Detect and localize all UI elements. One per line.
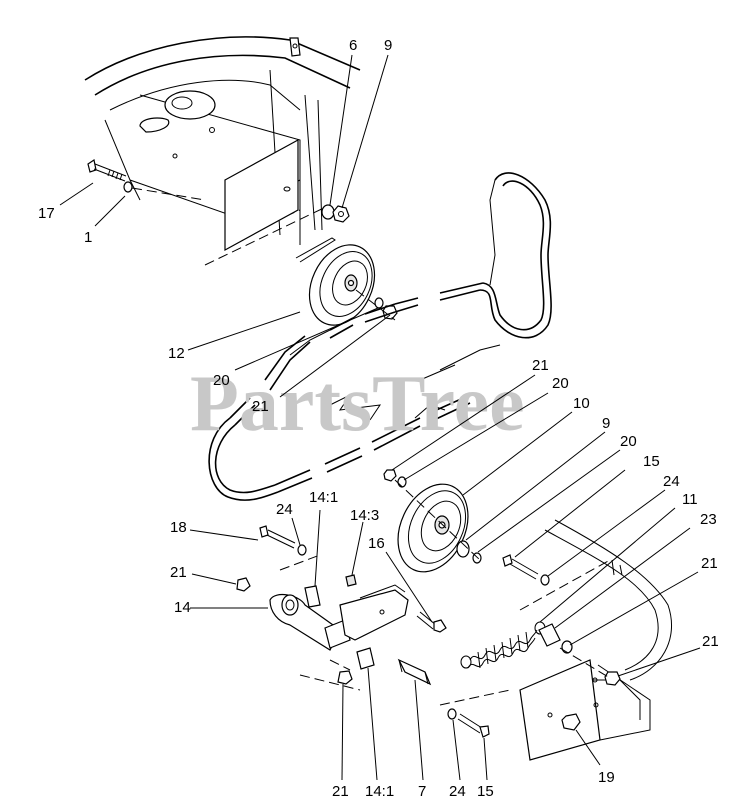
callout-14-3: 14:3	[350, 507, 379, 524]
lower-idler-pulley	[383, 469, 482, 573]
callout-17: 17	[38, 205, 55, 222]
lower-frame	[519, 519, 673, 761]
callout-21: 21	[252, 398, 269, 415]
callout-21: 21	[702, 633, 719, 650]
callout-10: 10	[573, 395, 590, 412]
bolt-15-bottom	[439, 689, 511, 738]
callout-1: 1	[84, 229, 92, 246]
callout-23: 23	[700, 511, 717, 528]
callout-9: 9	[384, 37, 392, 54]
callout-21: 21	[170, 564, 187, 581]
callout-11: 11	[682, 491, 698, 508]
callout-15: 15	[477, 783, 494, 800]
callout-15: 15	[643, 453, 660, 470]
idler-arm	[236, 554, 432, 691]
watermark-text: PartsTree	[190, 360, 525, 448]
callout-24: 24	[276, 501, 293, 518]
upper-frame	[84, 36, 361, 266]
callout-6: 6	[349, 37, 357, 54]
bolt-18	[259, 525, 307, 556]
callout-21: 21	[532, 357, 549, 374]
callout-16: 16	[368, 535, 385, 552]
bolt-17	[87, 159, 206, 201]
callout-21: 21	[701, 555, 718, 572]
callout-24: 24	[663, 473, 680, 490]
extension-spring	[460, 621, 621, 686]
callout-7: 7	[418, 783, 426, 800]
callout-20: 20	[620, 433, 637, 450]
bolt-15-right	[502, 554, 550, 586]
callout-labels: 6 9 17 1 12 20 21 21 20 10 9 20 15 24 11…	[38, 37, 719, 800]
upper-idler-pulley	[308, 244, 398, 326]
drive-belt	[208, 172, 552, 501]
callout-12: 12	[168, 345, 185, 362]
callout-14-1: 14:1	[309, 489, 338, 506]
callout-24: 24	[449, 783, 466, 800]
callout-19: 19	[598, 769, 615, 786]
callout-14: 14	[174, 599, 191, 616]
leader-lines	[59, 54, 701, 781]
callout-20: 20	[213, 372, 230, 389]
callout-18: 18	[170, 519, 187, 536]
callout-14-1: 14:1	[365, 783, 394, 800]
callout-21: 21	[332, 783, 349, 800]
upper-hardware	[295, 204, 350, 263]
bolt-16	[416, 611, 447, 633]
callout-20: 20	[552, 375, 569, 392]
callout-9: 9	[602, 415, 610, 432]
